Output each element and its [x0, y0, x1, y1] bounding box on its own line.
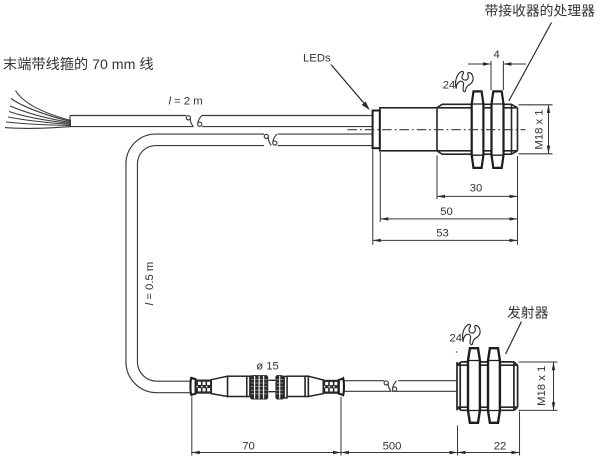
svg-text:500: 500 — [383, 441, 402, 453]
svg-text:30: 30 — [470, 182, 483, 194]
svg-text:22: 22 — [494, 441, 507, 453]
svg-text:l = 2 m: l = 2 m — [169, 96, 203, 108]
svg-text:70: 70 — [242, 441, 255, 453]
svg-text:50: 50 — [440, 206, 453, 218]
svg-text:24: 24 — [450, 333, 463, 345]
svg-text:53: 53 — [436, 227, 449, 239]
svg-text:M18 x 1: M18 x 1 — [536, 366, 548, 406]
svg-text:M18 x 1: M18 x 1 — [534, 109, 546, 149]
svg-text:4: 4 — [494, 49, 500, 61]
svg-text:24: 24 — [443, 80, 456, 92]
svg-text:ø 15: ø 15 — [256, 361, 279, 373]
svg-text:LEDs: LEDs — [303, 53, 331, 65]
svg-text:末端带线箍的 70 mm 线: 末端带线箍的 70 mm 线 — [3, 56, 154, 73]
svg-text:l = 0.5 m: l = 0.5 m — [144, 262, 156, 306]
svg-text:发射器: 发射器 — [507, 306, 549, 321]
svg-text:带接收器的处理器: 带接收器的处理器 — [485, 2, 596, 18]
